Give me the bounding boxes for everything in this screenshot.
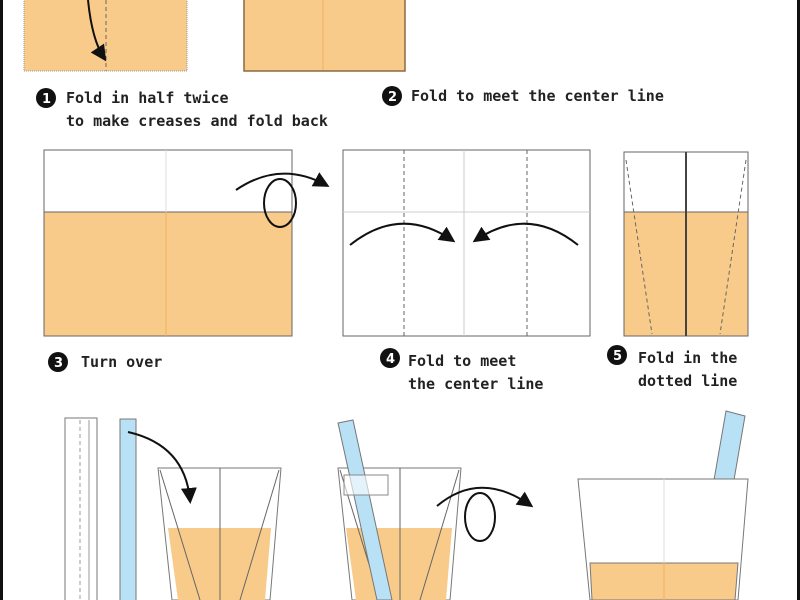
step-text: Fold to meet [408, 352, 516, 370]
fold-arrow-icon [127, 431, 197, 504]
step-text: to make creases and fold back [66, 112, 328, 130]
step-number: 4 [386, 352, 395, 367]
step3-label: 3 Turn over [48, 352, 162, 372]
step-text: Turn over [81, 353, 162, 371]
fold-arrow-icon [87, 0, 107, 62]
step-number-badge [380, 348, 400, 368]
straw-strip [713, 410, 746, 481]
step-number-badge [607, 345, 627, 365]
step-text: Fold in the [638, 349, 737, 367]
step-text: Fold to meet the center line [411, 87, 664, 105]
step-number: 3 [54, 356, 63, 371]
step-number: 5 [613, 349, 622, 364]
step-number-badge [48, 352, 68, 372]
step-number: 2 [388, 90, 397, 105]
step-text: Fold in half twice [66, 89, 229, 107]
step5-label: 5 Fold in the dotted line [607, 345, 737, 390]
step4-figure [342, 149, 591, 337]
straw-strip [119, 418, 137, 600]
step7-figure [337, 419, 534, 600]
step-number: 1 [42, 92, 51, 107]
step2-figure [243, 0, 406, 72]
fold-arrow-icon [349, 222, 456, 246]
step5-figure [623, 151, 749, 337]
turn-over-icon [464, 492, 496, 542]
step-number-badge [36, 88, 56, 108]
turn-over-icon [263, 178, 297, 228]
straw-strip [337, 419, 393, 600]
left-border [0, 0, 3, 600]
step4-label: 4 Fold to meet the center line [380, 348, 543, 393]
step-text: the center line [408, 375, 543, 393]
step8-figure [577, 410, 749, 600]
step-number-badge [382, 86, 402, 106]
step2-label: 2 Fold to meet the center line [382, 86, 664, 106]
step6-figure [64, 417, 282, 600]
tape-strip [343, 474, 389, 496]
right-border [797, 0, 800, 600]
step-text: dotted line [638, 372, 737, 390]
fold-arrow-icon [472, 222, 579, 246]
step1-label: 1 Fold in half twice to make creases and… [36, 88, 328, 130]
step3-figure [43, 149, 330, 337]
step1-figure [23, 0, 188, 72]
